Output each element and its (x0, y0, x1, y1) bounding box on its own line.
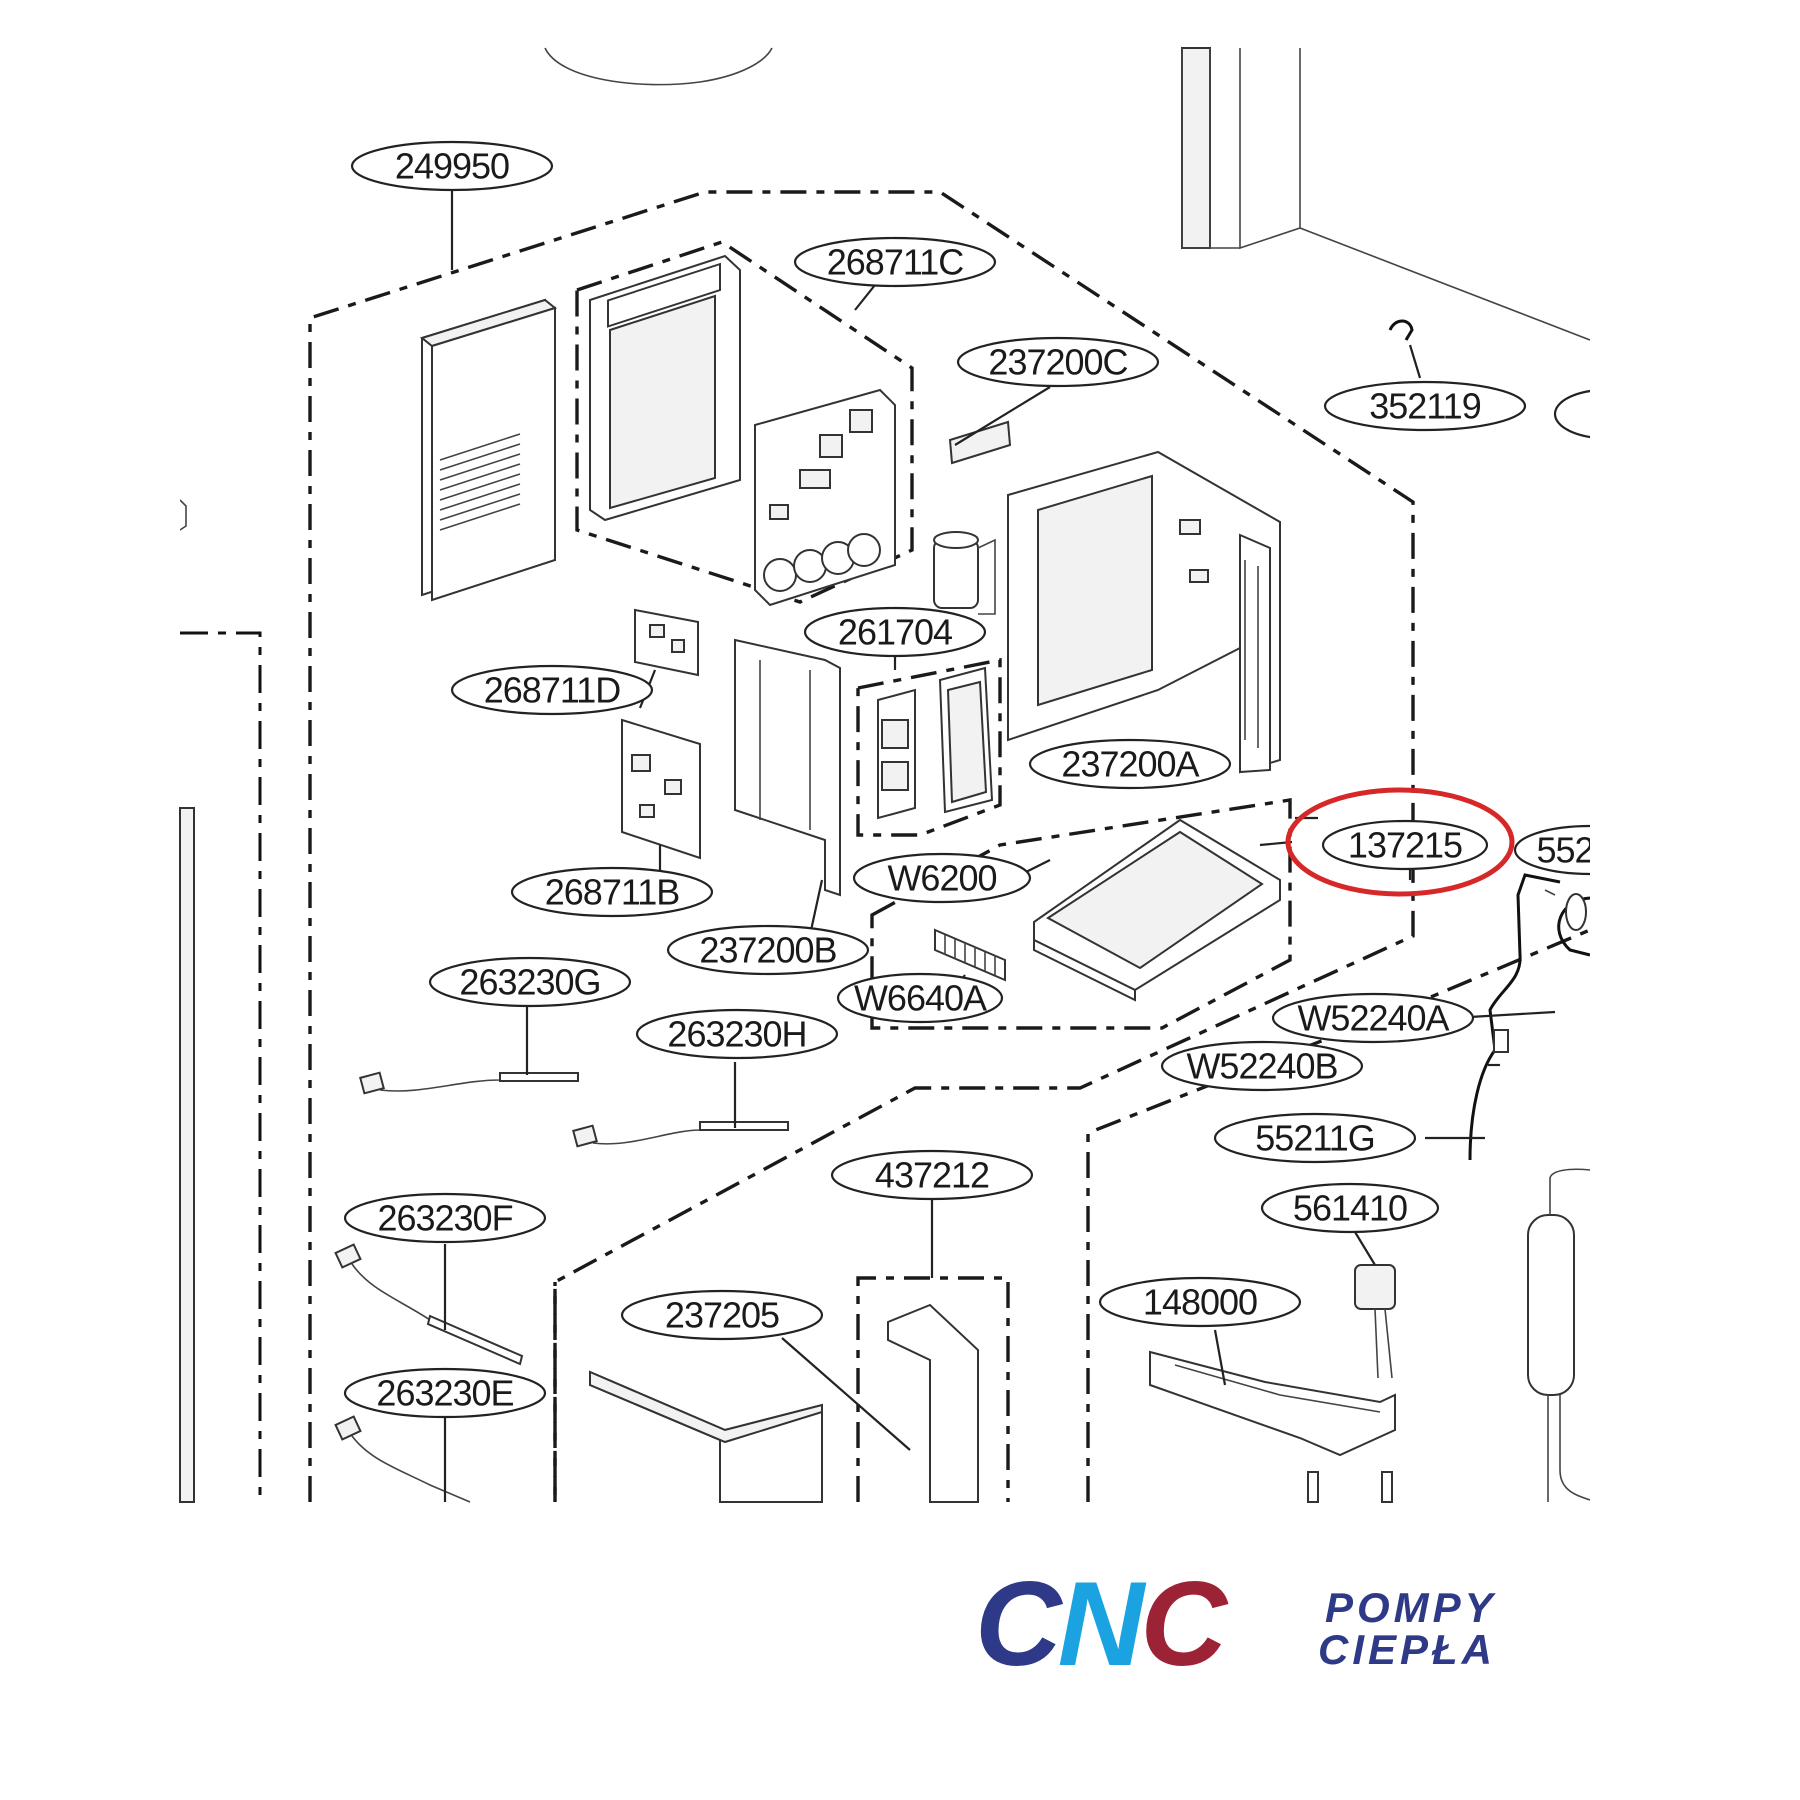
callout-249950: 249950 (350, 140, 554, 192)
terminal-board-W6200 (1033, 818, 1281, 1002)
logo-letter-n: N (1058, 1557, 1147, 1691)
part-352119 (1388, 319, 1414, 341)
callout-text-268711D: 268711D (484, 670, 620, 711)
side-cover-panel (419, 298, 558, 602)
pcb-268711B (621, 718, 701, 860)
right-crop-mask (1590, 0, 1800, 1510)
highlight-circle (1285, 787, 1515, 897)
logo-line1: POMPY (1325, 1584, 1497, 1631)
callout-237200B: 237200B (666, 924, 870, 976)
callout-W52240A: W52240A (1271, 992, 1475, 1044)
callout-text-237205: 237205 (665, 1295, 779, 1336)
pcb-cover-plate (589, 254, 741, 522)
callout-text-263230F: 263230F (377, 1198, 512, 1239)
left-crop-mask (0, 0, 180, 1504)
bottom-bolts (1307, 1471, 1393, 1503)
logo-line2: CIEPŁA (1318, 1626, 1496, 1673)
top-partial-outlines (544, 47, 1591, 341)
part-437212 (887, 1303, 979, 1503)
piping-W52240 (1468, 873, 1591, 1161)
callout-text-249950: 249950 (395, 146, 509, 187)
bracket-237200B (734, 638, 841, 897)
callout-W52240B: W52240B (1160, 1040, 1364, 1092)
logo-mark: CNC (975, 1557, 1229, 1691)
callout-text-237200C: 237200C (988, 342, 1127, 383)
main-pcb-board (754, 388, 896, 607)
right-group-outline (1086, 928, 1591, 1502)
callout-text-437212: 437212 (875, 1155, 989, 1196)
callout-263230E: 263230E (343, 1367, 547, 1419)
logo-letter-c2: C (1140, 1557, 1229, 1691)
bracket-148000 (1149, 1350, 1396, 1457)
relay-board (877, 666, 994, 820)
callout-text-552: 552 (1536, 830, 1593, 871)
callout-561410: 561410 (1260, 1182, 1440, 1234)
thermistor-263230E (334, 1415, 471, 1503)
callout-437212: 437212 (830, 1149, 1034, 1201)
callout-263230H: 263230H (635, 1008, 839, 1060)
callout-55211G: 55211G (1213, 1112, 1417, 1164)
terminal-block-W6640A (934, 928, 1006, 982)
callout-text-263230E: 263230E (376, 1373, 513, 1414)
callout-text-W6640A: W6640A (854, 978, 987, 1019)
callout-261704: 261704 (803, 606, 987, 658)
cnc-logo: CNC POMPY CIEPŁA (975, 1557, 1497, 1691)
callout-268711C: 268711C (793, 236, 997, 288)
heat-exchanger-fins (1181, 47, 1211, 249)
callout-W6200: W6200 (852, 852, 1032, 904)
logo-letter-c1: C (975, 1557, 1064, 1691)
callout-text-268711C: 268711C (827, 242, 963, 283)
callout-237200A: 237200A (1028, 738, 1232, 790)
part-437212-outline (856, 1276, 1010, 1502)
main-group-outline (308, 190, 1415, 1502)
callout-text-237200B: 237200B (699, 930, 836, 971)
callout-text-263230G: 263230G (459, 962, 600, 1003)
callout-352119: 352119 (1323, 380, 1527, 432)
callout-text-268711B: 268711B (545, 872, 679, 913)
terminal-group-outline-W6200 (870, 798, 1292, 1030)
callout-268711B: 268711B (510, 866, 714, 918)
callout-text-352119: 352119 (1369, 386, 1480, 427)
thermistor-263230F (334, 1243, 524, 1366)
solenoid-coil-561410 (1354, 1264, 1396, 1379)
thermistor-263230H (572, 1121, 789, 1148)
callout-text-137215: 137215 (1348, 825, 1462, 866)
callout-148000: 148000 (1098, 1276, 1302, 1328)
callout-text-263230H: 263230H (667, 1014, 806, 1055)
callout-237200C: 237200C (956, 336, 1160, 388)
callout-text-148000: 148000 (1143, 1282, 1257, 1323)
callout-268711D: 268711D (450, 664, 654, 716)
pcb-group-outline-268711C (575, 240, 914, 604)
leader-lines (443, 190, 1556, 1502)
callout-263230G: 263230G (428, 956, 632, 1008)
part-237200A-housing (1007, 450, 1281, 774)
panel-237205 (589, 1370, 823, 1503)
capacitor-261704 (933, 531, 996, 615)
part-237200C (948, 420, 1012, 465)
callout-text-W52240A: W52240A (1297, 998, 1449, 1039)
callout-text-261704: 261704 (838, 612, 952, 653)
relay-group-outline (856, 657, 1002, 837)
receiver-tank (1527, 1168, 1591, 1502)
callout-W6640A: W6640A (836, 972, 1004, 1024)
callout-137215: 137215 (1285, 787, 1515, 897)
callout-237205: 237205 (620, 1289, 824, 1341)
callout-text-55211G: 55211G (1255, 1118, 1374, 1159)
bottom-crop-mask (0, 1504, 1800, 1800)
callout-text-237200A: 237200A (1061, 744, 1199, 785)
pcb-268711D (634, 608, 699, 677)
callouts: 249950 268711C 237200C 352119 261704 268… (343, 140, 1667, 1419)
callout-263230F: 263230F (343, 1192, 547, 1244)
callout-text-W52240B: W52240B (1186, 1046, 1337, 1087)
callout-text-561410: 561410 (1293, 1188, 1407, 1229)
thermistor-263230G (359, 1071, 579, 1095)
callout-text-W6200: W6200 (887, 858, 996, 899)
